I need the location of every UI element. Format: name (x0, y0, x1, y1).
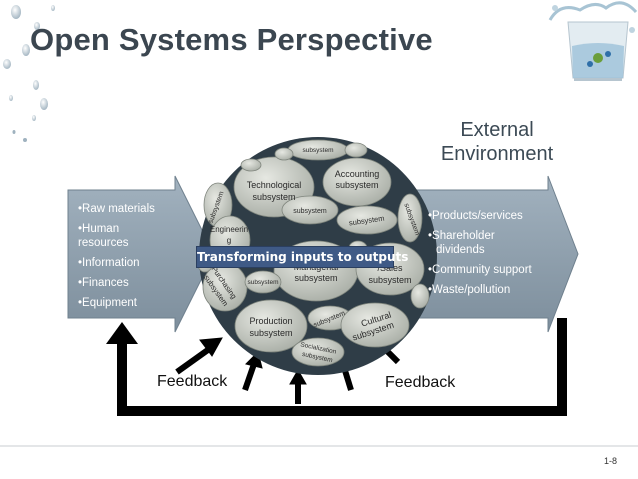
input-item: •Finances (78, 277, 129, 289)
production-label-1: Production (249, 316, 292, 326)
input-item: •Raw materials (78, 203, 155, 215)
technological-label-2: subsystem (252, 192, 295, 202)
output-item: •Community support (428, 264, 532, 276)
input-item: •Equipment (78, 297, 138, 309)
input-item: •Human (78, 223, 120, 235)
page-number: 1-8 (604, 456, 618, 466)
engineering-label-1: Engineerin (210, 225, 248, 234)
technological-label-1: Technological (247, 180, 302, 190)
output-item: dividends (436, 244, 485, 256)
external-environment-line-1: External (460, 119, 534, 141)
input-arrow (67, 175, 215, 333)
output-item: •Waste/pollution (428, 284, 511, 296)
transform-banner: Transforming inputs to outputs (196, 246, 408, 268)
feedback-loop-arrowhead (106, 322, 138, 344)
water-drops-decoration (3, 5, 62, 142)
feedback-right-label: Feedback (385, 374, 456, 391)
subsystem-stones (196, 139, 430, 367)
water-glass-decoration (548, 1, 638, 81)
subsystem-top-label: subsystem (302, 147, 333, 154)
managerial-label-2: subsystem (294, 273, 337, 283)
external-environment-line-2: Environment (440, 143, 554, 165)
output-item: •Products/services (428, 210, 523, 222)
slide-title: Open Systems Perspective (30, 22, 433, 57)
input-item: resources (78, 237, 129, 249)
feedback-loop (117, 318, 567, 416)
output-item: •Shareholder (428, 230, 495, 242)
accounting-label-1: Accounting (335, 169, 380, 179)
center-small-label: subsystem (293, 208, 327, 215)
external-environment-label: External Environment (432, 118, 562, 166)
lower-small-label: subsystem (247, 279, 278, 286)
accounting-label-2: subsystem (335, 180, 378, 190)
input-item: •Information (78, 257, 140, 269)
production-label-2: subsystem (249, 328, 292, 338)
marketing-label-1: /Sales (377, 263, 403, 273)
feedback-left-label: Feedback (157, 373, 228, 390)
outputs-list: •Products/services •Shareholder dividend… (428, 209, 568, 303)
output-arrow (413, 175, 579, 333)
engineering-label-2: g (227, 236, 231, 245)
marketing-label-2: subsystem (368, 275, 411, 285)
inputs-list: •Raw materials •Human resources •Informa… (78, 202, 173, 316)
